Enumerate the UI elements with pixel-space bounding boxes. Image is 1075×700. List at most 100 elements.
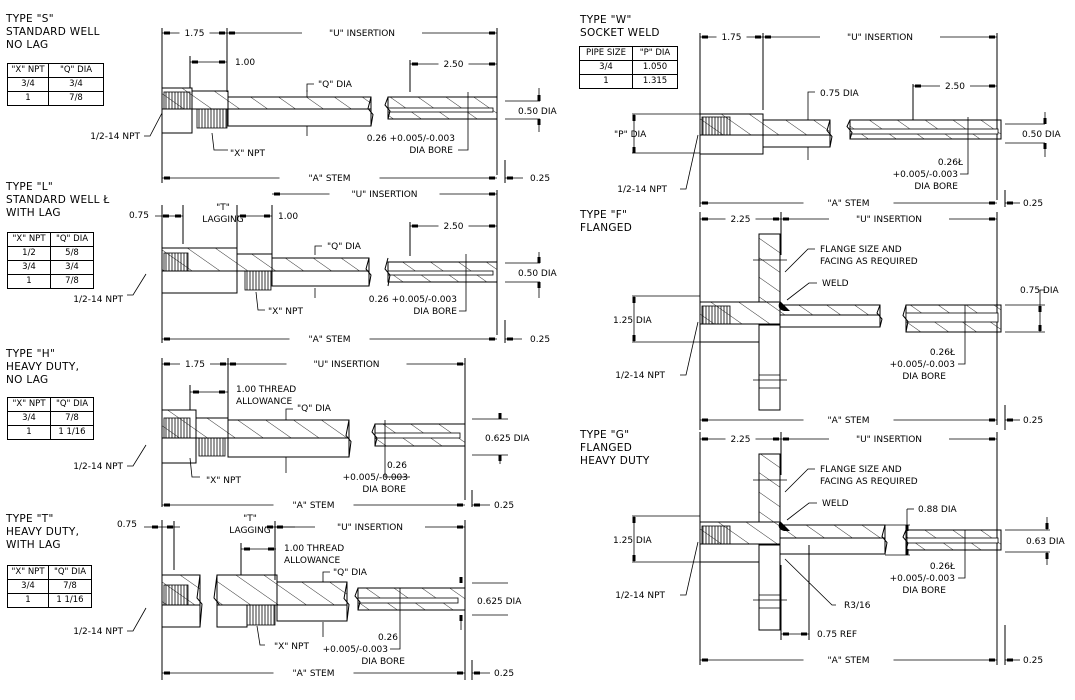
- flange-note-2: FACING AS REQUIRED: [820, 257, 918, 267]
- dim-1-75-arrow-right: [219, 31, 225, 35]
- arrow: [1007, 658, 1013, 662]
- arrow: [219, 60, 225, 64]
- flange-note-1: FLANGE SIZE AND: [820, 245, 902, 255]
- dim-a-stem-arrow-right: [489, 176, 495, 180]
- radius-leader: [784, 558, 836, 606]
- title-line: TYPE "F": [579, 209, 627, 221]
- dim-2-25-arrow-left: [702, 217, 708, 221]
- q-dia-leader: [285, 408, 293, 420]
- dim-u-insertion-label: "U" INSERTION: [313, 360, 379, 370]
- q-dia-leader: [322, 571, 330, 582]
- arrow: [1007, 418, 1013, 422]
- npt-label: 1/2-14 NPT: [615, 371, 665, 381]
- lag-label-2: LAGGING: [229, 526, 271, 536]
- table-header-cell: "X" NPT: [7, 232, 51, 247]
- title-line: HEAVY DUTY,: [6, 361, 79, 373]
- q-dia-label: "Q" DIA: [318, 80, 353, 90]
- x-npt-label: "X" NPT: [268, 307, 303, 317]
- table-cell: 7/8: [48, 579, 92, 594]
- bore-leader: [459, 254, 467, 312]
- weld-label: WELD: [822, 499, 849, 509]
- dim-u-insertion-arrow-right: [457, 362, 463, 366]
- break-line: [876, 304, 883, 328]
- arrow: [152, 525, 158, 529]
- flange-note-2: FACING AS REQUIRED: [820, 477, 918, 487]
- table-header-row: "X" NPT"Q" DIA: [7, 397, 94, 412]
- tip-bore: [374, 432, 461, 439]
- lag-right-lower: [216, 604, 248, 628]
- dim-2-50-label: 2.50: [443, 60, 463, 70]
- dim-a-stem-arrow-left: [702, 418, 708, 422]
- bore-leader: [958, 530, 966, 579]
- npt-leader: [127, 607, 147, 632]
- title-line: STANDARD WELL Ł: [6, 194, 110, 206]
- dim-2-50-arrow-left: [412, 62, 418, 66]
- title-line: STANDARD WELL: [6, 26, 100, 38]
- table-cell: 3/4: [50, 260, 94, 275]
- dim-u-insertion-arrow-right: [489, 192, 495, 196]
- bore-label: 0.26 +0.005/-0.003: [367, 134, 455, 144]
- arrow: [1043, 118, 1047, 124]
- x-npt-leader: [256, 625, 265, 646]
- title-line: TYPE "T": [5, 513, 54, 525]
- npt-label: 1/2-14 NPT: [617, 185, 667, 195]
- title-line: TYPE "H": [5, 348, 55, 360]
- table-cell: 3/4: [7, 579, 49, 594]
- end-dim-label: 0.25: [1023, 656, 1043, 666]
- lag-label-1: "T": [243, 514, 257, 524]
- hub-lower: [699, 323, 760, 343]
- weld-leader: [786, 282, 817, 301]
- npt-thread: [701, 116, 731, 136]
- table-cell: 1: [7, 91, 49, 106]
- arrow: [905, 525, 909, 531]
- title-line: FLANGED: [580, 222, 632, 234]
- break-line: [354, 587, 361, 611]
- dim-1-75-arrow-right: [220, 362, 226, 366]
- table-cell: 1 1/16: [50, 425, 94, 440]
- dim-a-stem-arrow-right: [489, 337, 495, 341]
- shank-dia-label: 0.75 DIA: [820, 89, 859, 99]
- dim-0-75-label: 0.75: [117, 520, 137, 530]
- stem-hatch: [227, 419, 350, 439]
- tip-dia-label: 0.63 DIA: [1026, 537, 1065, 547]
- arrow: [632, 335, 636, 341]
- end-dim-label: 0.25: [530, 174, 550, 184]
- tip-dia-label: 0.50 DIA: [1022, 130, 1061, 140]
- weld-label: WELD: [822, 279, 849, 289]
- dim-1-75-label: 1.75: [184, 29, 204, 39]
- shank-bore: [762, 134, 831, 148]
- arrow: [783, 632, 789, 636]
- arrow: [268, 547, 274, 551]
- title-line: WITH LAG: [6, 539, 61, 551]
- title-line: FLANGED: [580, 442, 632, 454]
- arrow: [163, 214, 169, 218]
- arrow: [537, 257, 541, 263]
- bore-label: +0.005/-0.003: [893, 170, 958, 180]
- bore-label-2: DIA BORE: [413, 307, 457, 317]
- arrow: [537, 95, 541, 101]
- break-line: [881, 524, 888, 555]
- dim-a-stem-label: "A" STEM: [828, 656, 870, 666]
- npt-label: 1/2-14 NPT: [73, 627, 123, 637]
- dim-u-insertion-arrow-right: [989, 217, 995, 221]
- dim-1-75-label: 1.75: [185, 360, 205, 370]
- bore-label-2: DIA BORE: [902, 586, 946, 596]
- title-line: NO LAG: [6, 374, 48, 386]
- dim-1-00-label: 1.00: [278, 212, 298, 222]
- table-header-cell: "Q" DIA: [48, 63, 104, 78]
- tip-bore: [849, 128, 999, 135]
- arrow: [474, 503, 480, 507]
- dim-a-stem-arrow-left: [164, 503, 170, 507]
- x-npt-thread: [196, 108, 228, 129]
- arrow: [219, 390, 225, 394]
